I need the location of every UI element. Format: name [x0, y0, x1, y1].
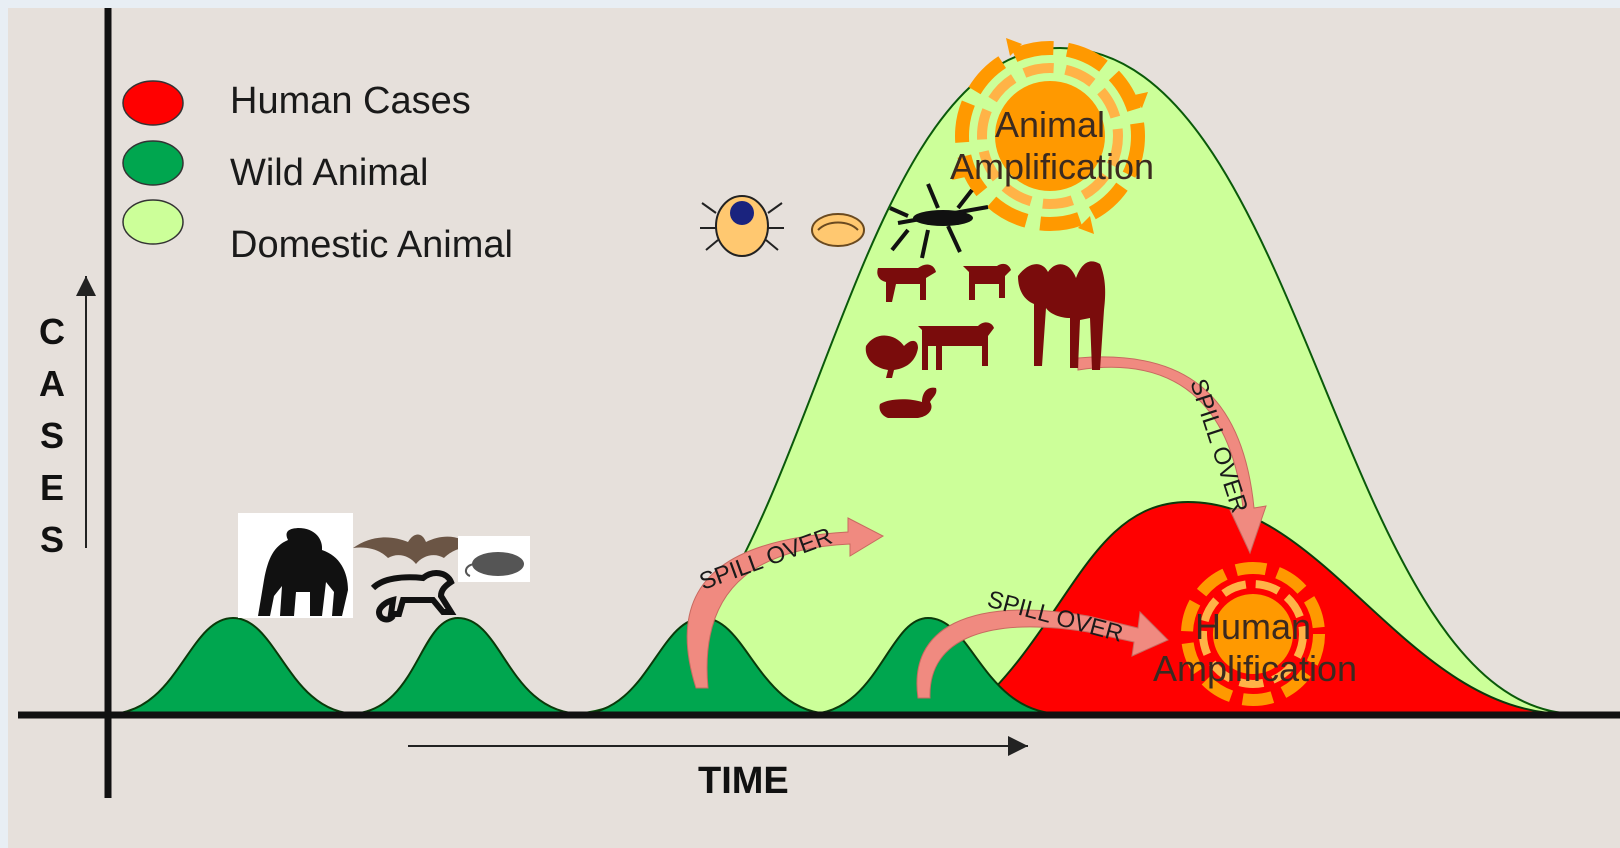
y-axis-label-letter: C [32, 306, 72, 358]
monkey-icon [373, 573, 451, 619]
diagram-canvas: SPILL OVER SPILL OVER SPILL OVER [8, 8, 1620, 848]
human-amplification-line1: Human [1195, 606, 1311, 647]
animal-amplification-line1: Animal [995, 104, 1105, 145]
x-axis-label: TIME [698, 760, 789, 803]
legend-swatch-human [123, 81, 183, 125]
legend-label-human-cases: Human Cases [230, 80, 471, 123]
legend-label-wild-animal: Wild Animal [230, 152, 429, 195]
legend-swatch-domestic [123, 200, 183, 244]
y-axis-label-letter: A [32, 358, 72, 410]
legend-swatch-wild [123, 141, 183, 185]
gorilla-icon [238, 513, 353, 618]
wild-animal-bump-1 [108, 618, 358, 714]
human-amplification-line2: Amplification [1153, 648, 1357, 689]
human-amplification-label: Human Amplification [1153, 606, 1353, 690]
diagram-svg: SPILL OVER SPILL OVER SPILL OVER [8, 8, 1620, 848]
bat-icon [353, 535, 474, 565]
animal-amplification-line2: Amplification [950, 146, 1154, 187]
y-axis-label-letter: E [32, 462, 72, 514]
rat-icon [458, 536, 530, 582]
wild-animal-bump-2 [348, 618, 583, 714]
y-axis-label-letter: S [32, 514, 72, 566]
y-axis-label-letter: S [32, 410, 72, 462]
animal-amplification-label: Animal Amplification [950, 104, 1150, 188]
sandfly-icon [812, 214, 864, 246]
legend-label-domestic-animal: Domestic Animal [230, 224, 513, 267]
tick-icon [700, 196, 784, 256]
